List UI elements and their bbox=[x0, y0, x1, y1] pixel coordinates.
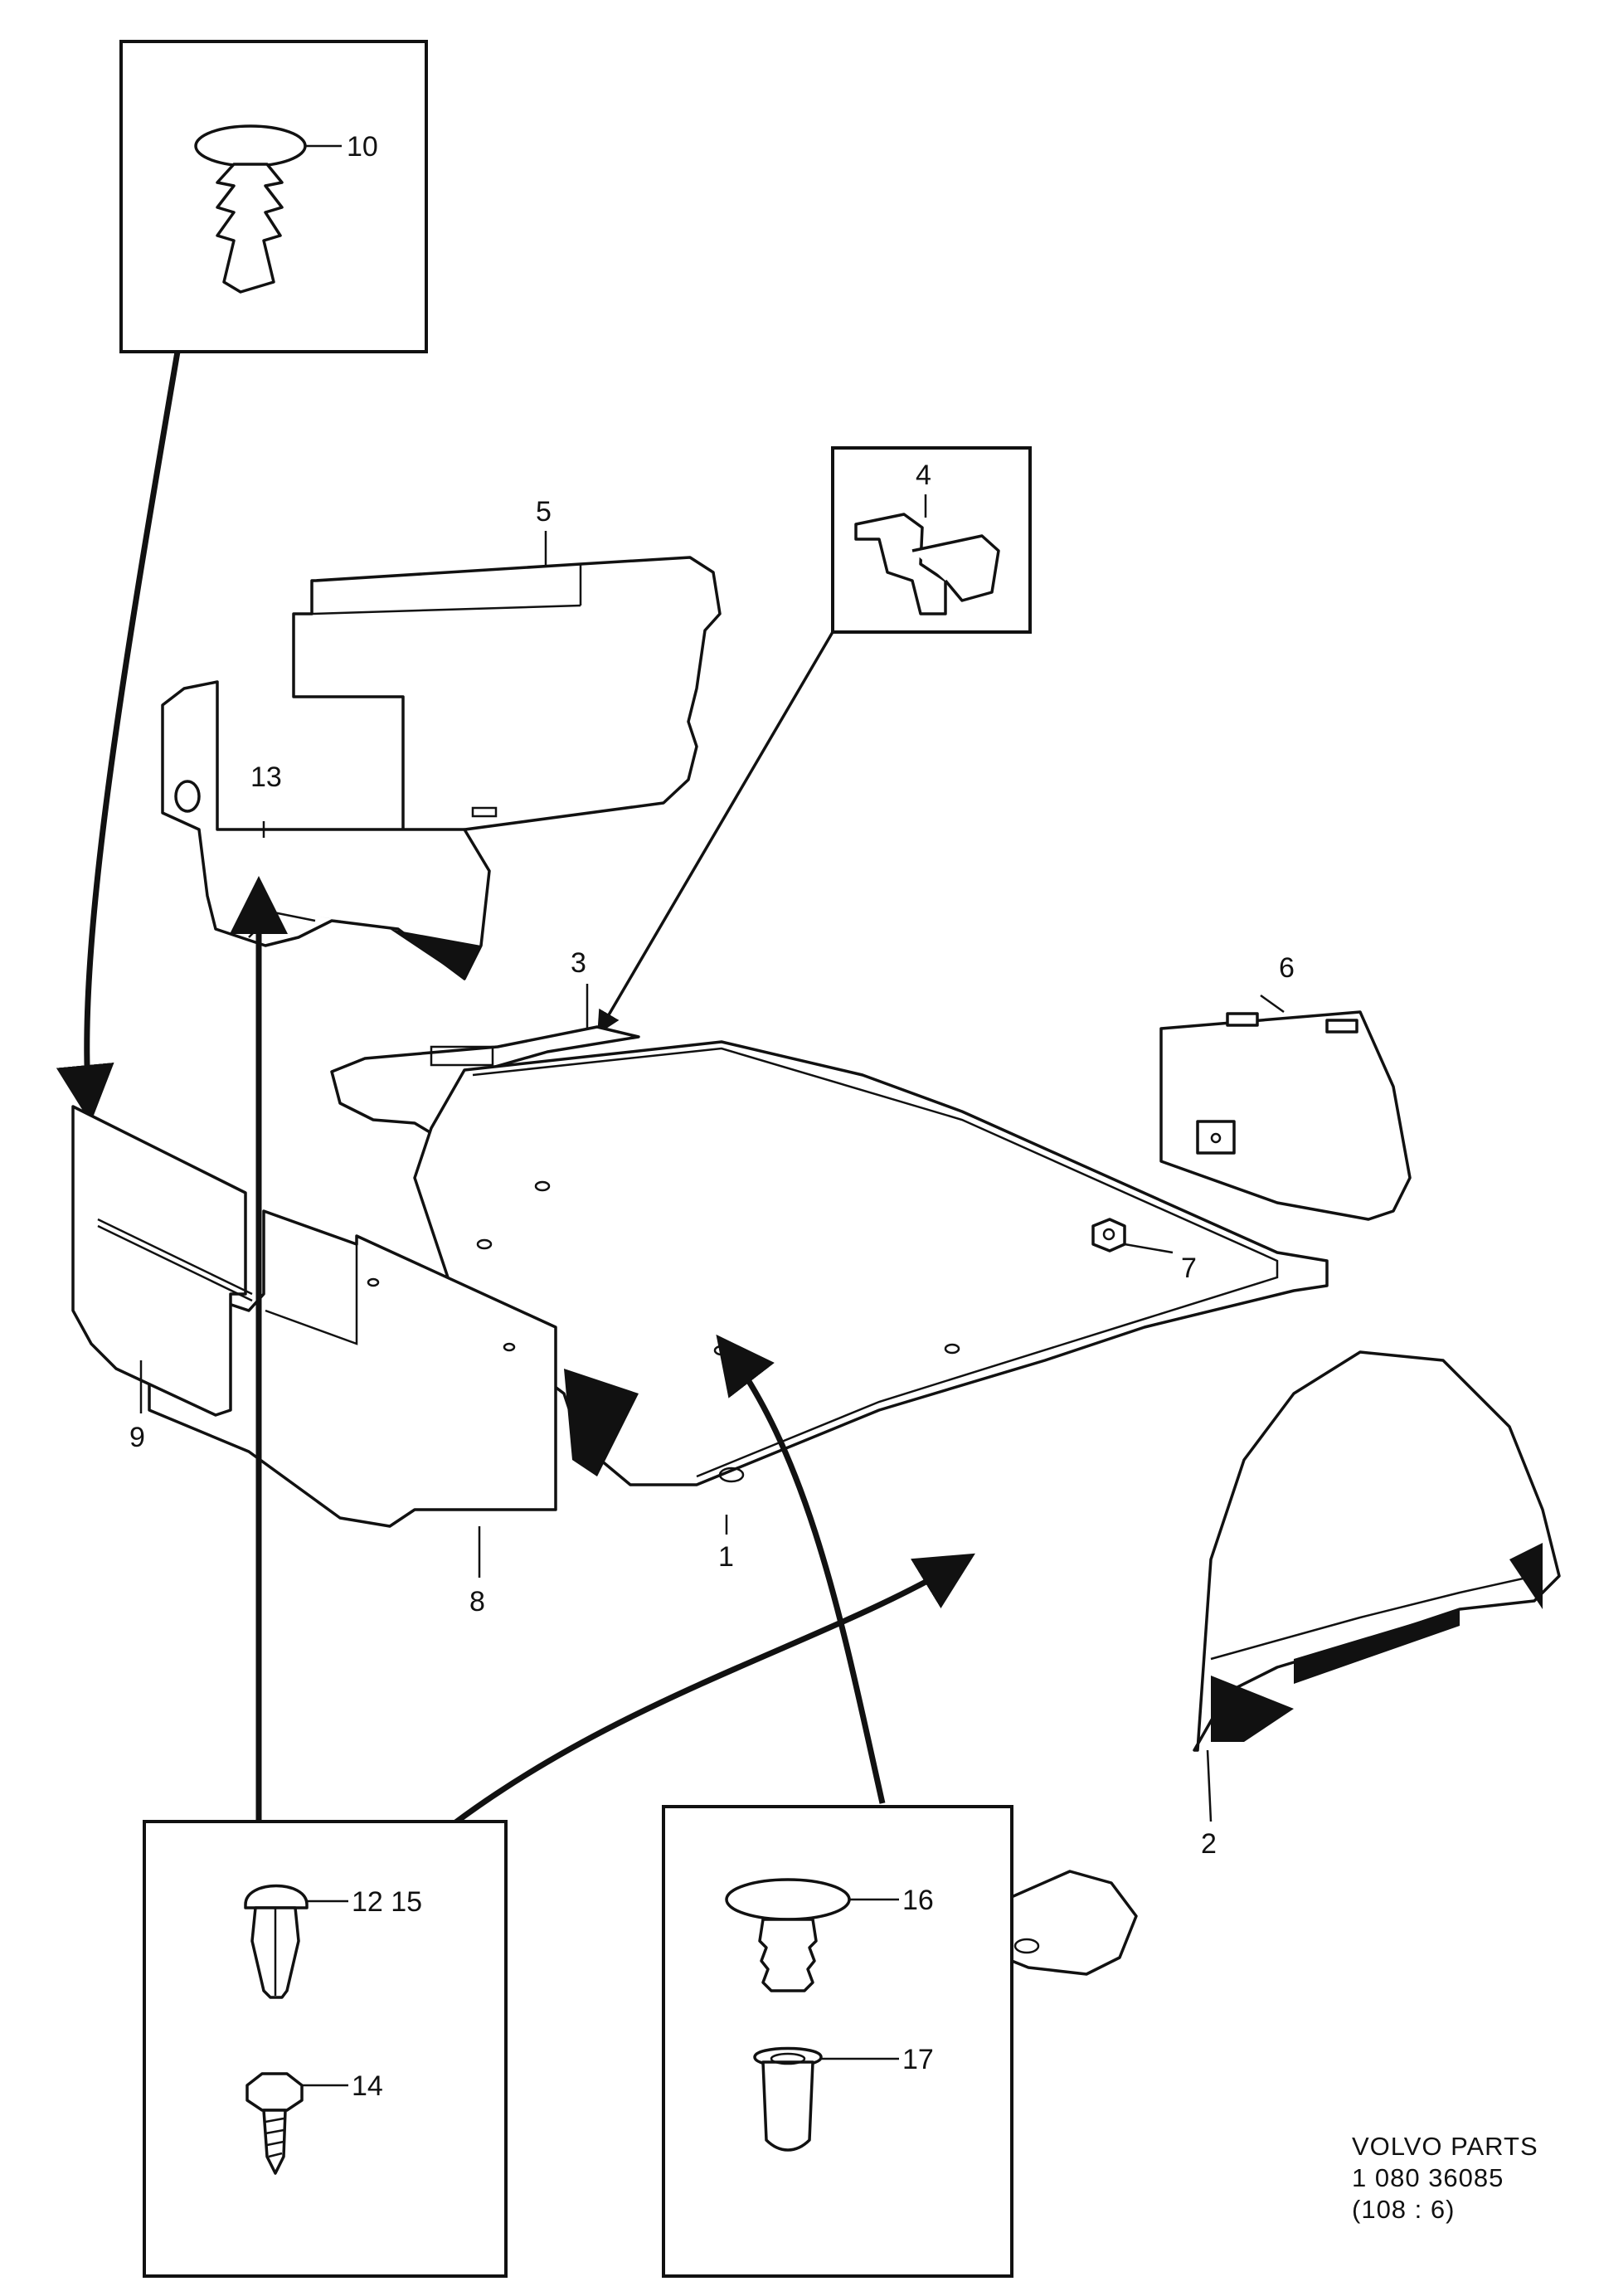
callout-7: 7 bbox=[1181, 1253, 1197, 1284]
part-5-panel bbox=[292, 556, 722, 839]
inset-box-part-16-17: 16 17 bbox=[662, 1805, 1013, 2278]
callout-1: 1 bbox=[718, 1541, 734, 1573]
callout-12-15: 12 15 bbox=[352, 1886, 422, 1918]
stamp-line-2: 1 080 36085 bbox=[1352, 2163, 1504, 2192]
part-7-nut-icon bbox=[1091, 1218, 1126, 1253]
callout-17: 17 bbox=[902, 2044, 934, 2075]
callout-8: 8 bbox=[469, 1586, 485, 1617]
part-8-side-panel bbox=[148, 1209, 557, 1528]
stamp-line-1: VOLVO PARTS bbox=[1352, 2132, 1538, 2161]
inset-box-part-12-15-14: 12 15 14 bbox=[143, 1820, 508, 2278]
arrow-12-to-11 bbox=[452, 1553, 975, 1826]
part-1-floor-carpet bbox=[413, 1040, 1329, 1486]
arrow-10-to-9 bbox=[56, 351, 181, 1123]
part-6-cover bbox=[1159, 1010, 1412, 1221]
callout-5: 5 bbox=[536, 496, 552, 528]
grommet-17-icon bbox=[753, 2046, 823, 2152]
callout-10: 10 bbox=[347, 131, 378, 163]
clip-4-icon bbox=[854, 513, 1000, 615]
part-9-insulation-sheet bbox=[71, 1105, 253, 1417]
part-2-wheel-arch bbox=[1193, 1350, 1561, 1752]
callout-4: 4 bbox=[916, 460, 931, 491]
arrow-4-to-3 bbox=[597, 631, 834, 1035]
parts-stamp: VOLVO PARTS 1 080 36085 (108 : 6) bbox=[1352, 2132, 1538, 2224]
inset-box-part-10: 10 bbox=[119, 40, 428, 353]
inset-box-part-4: 4 bbox=[831, 446, 1032, 634]
callout-9: 9 bbox=[129, 1422, 145, 1453]
stamp-line-3: (108 : 6) bbox=[1352, 2195, 1455, 2224]
callout-13: 13 bbox=[250, 761, 282, 793]
push-rivet-16-icon bbox=[725, 1878, 851, 1992]
push-rivet-10-icon bbox=[194, 124, 307, 294]
push-clip-12-icon bbox=[244, 1884, 309, 1999]
callout-6: 6 bbox=[1279, 952, 1295, 984]
screw-14-icon bbox=[245, 2072, 304, 2175]
callout-2: 2 bbox=[1201, 1828, 1217, 1860]
callout-16: 16 bbox=[902, 1885, 934, 1916]
arrow-16-to-1 bbox=[716, 1334, 886, 1804]
callout-14: 14 bbox=[352, 2070, 383, 2102]
callout-3: 3 bbox=[571, 947, 586, 979]
